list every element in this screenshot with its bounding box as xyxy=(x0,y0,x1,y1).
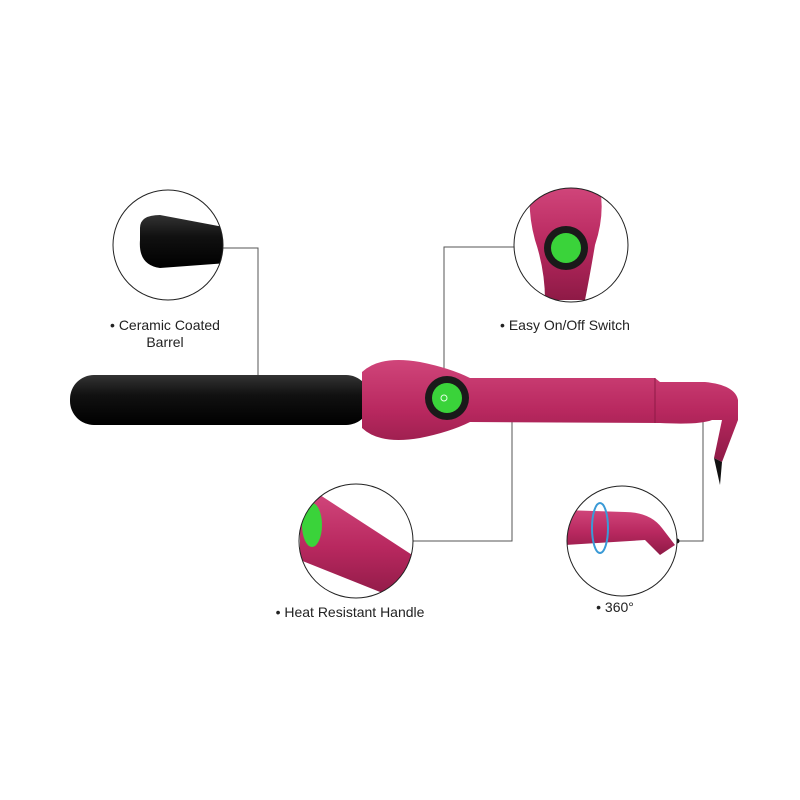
feature-label-barrel: • Ceramic Coated Barrel xyxy=(110,317,220,351)
curling-iron xyxy=(70,359,738,485)
feature-label-360: • 360° xyxy=(596,599,634,615)
callout-lines xyxy=(220,246,704,542)
callout-handle xyxy=(298,483,414,599)
handle xyxy=(362,359,738,462)
label-line-1: • Ceramic Coated xyxy=(110,317,220,333)
feature-label-switch: • Easy On/Off Switch xyxy=(500,317,630,333)
label-line-2: Barrel xyxy=(146,334,184,350)
feature-label-handle: • Heat Resistant Handle xyxy=(275,604,425,620)
callout-barrel xyxy=(112,189,224,301)
callout-360 xyxy=(566,485,678,597)
ceramic-barrel xyxy=(70,375,370,425)
callout-switch xyxy=(513,187,629,303)
rotate-arrow-icon xyxy=(591,502,609,554)
